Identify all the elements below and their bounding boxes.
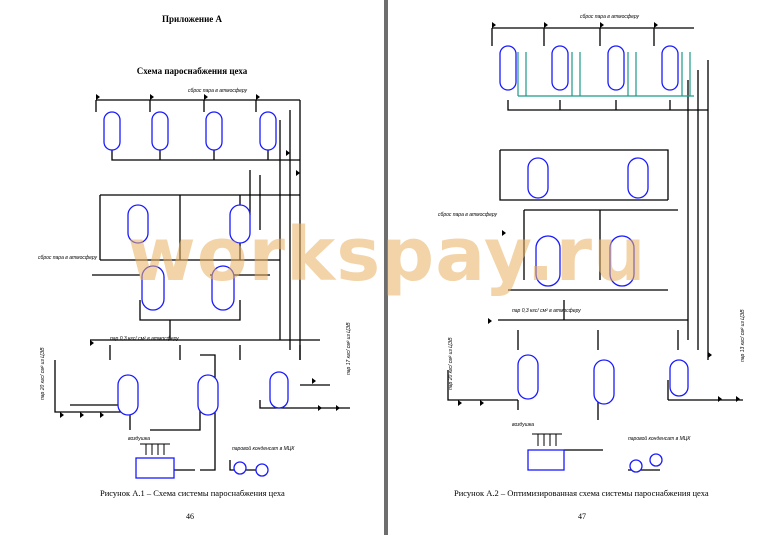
page-number: 46: [186, 512, 194, 521]
label-steam-release-side: сброс пара в атмосферу: [438, 212, 497, 218]
label-steam-release-side: сброс пара в атмосферу: [38, 255, 97, 261]
vessel-bottom-2: [593, 359, 615, 405]
vessel-top-2: [551, 45, 569, 91]
vessel-mid-2: [229, 204, 251, 244]
schema-diagram-left: [54, 94, 350, 479]
vessel-bottom-1: [117, 374, 139, 416]
figure-caption: Рисунок А.2 – Оптимизированная схема сис…: [454, 488, 709, 498]
vessel-bottom-2: [197, 374, 219, 416]
vessel-top-1: [103, 111, 121, 151]
vessel-low-1: [535, 235, 561, 287]
vessel-top-4: [259, 111, 277, 151]
schema-title: Схема пароснабжения цеха: [136, 66, 248, 76]
vessel-top-2: [151, 111, 169, 151]
page-right: сброс пара в атмосферу сброс пара в атмо…: [388, 0, 774, 535]
tank-bottom: [135, 457, 175, 479]
label-steam-release-top: сброс пара в атмосферу: [188, 88, 247, 94]
vessel-mid-1: [527, 157, 549, 199]
vessel-top-4: [661, 45, 679, 91]
label-condensate: паровой конденсат в МЦК: [628, 436, 691, 442]
label-steam-17: пар 17 кгс/ см² из ЦЭВ: [346, 322, 352, 375]
vessel-top-1: [499, 45, 517, 91]
vessel-low-1: [141, 265, 165, 311]
pump-2: [255, 463, 269, 477]
annex-title: Приложение А: [161, 14, 223, 24]
label-air: воздушка: [512, 422, 534, 428]
label-air: воздушка: [128, 436, 150, 442]
label-steam-release-top: сброс пара в атмосферу: [580, 14, 639, 20]
label-steam-20: пар 20 кгс/ см² из ЦЭВ: [448, 337, 454, 390]
vessel-top-3: [205, 111, 223, 151]
pump-2: [649, 453, 663, 467]
label-condensate: паровой конденсат в МЦК: [232, 446, 295, 452]
vessel-low-2: [211, 265, 235, 311]
vessel-top-3: [607, 45, 625, 91]
vessel-bottom-3: [269, 371, 289, 409]
label-steam-03: пар 0,3 кгс/ см² в атмосферу: [512, 308, 581, 314]
page-left: Приложение А Схема пароснабжения цеха: [0, 0, 384, 535]
vessel-bottom-3: [669, 359, 689, 397]
pump-1: [233, 461, 247, 475]
pump-1: [629, 459, 643, 473]
label-steam-20: пар 20 кгс/ см² из ЦЭВ: [40, 347, 46, 400]
vessel-mid-2: [627, 157, 649, 199]
label-steam-03: пар 0,3 кгс/ см² в атмосферу: [110, 336, 179, 342]
tank-bottom: [527, 449, 565, 471]
figure-caption: Рисунок А.1 – Схема системы пароснабжени…: [100, 488, 285, 498]
vessel-bottom-1: [517, 354, 539, 400]
schema-diagram-right: [447, 22, 743, 473]
label-steam-13: пар 13 кгс/ см² из ЦЭВ: [740, 309, 746, 362]
page-number: 47: [578, 512, 586, 521]
vessel-mid-1: [127, 204, 149, 244]
optimized-lines: [517, 52, 694, 97]
vessel-low-2: [609, 235, 635, 287]
